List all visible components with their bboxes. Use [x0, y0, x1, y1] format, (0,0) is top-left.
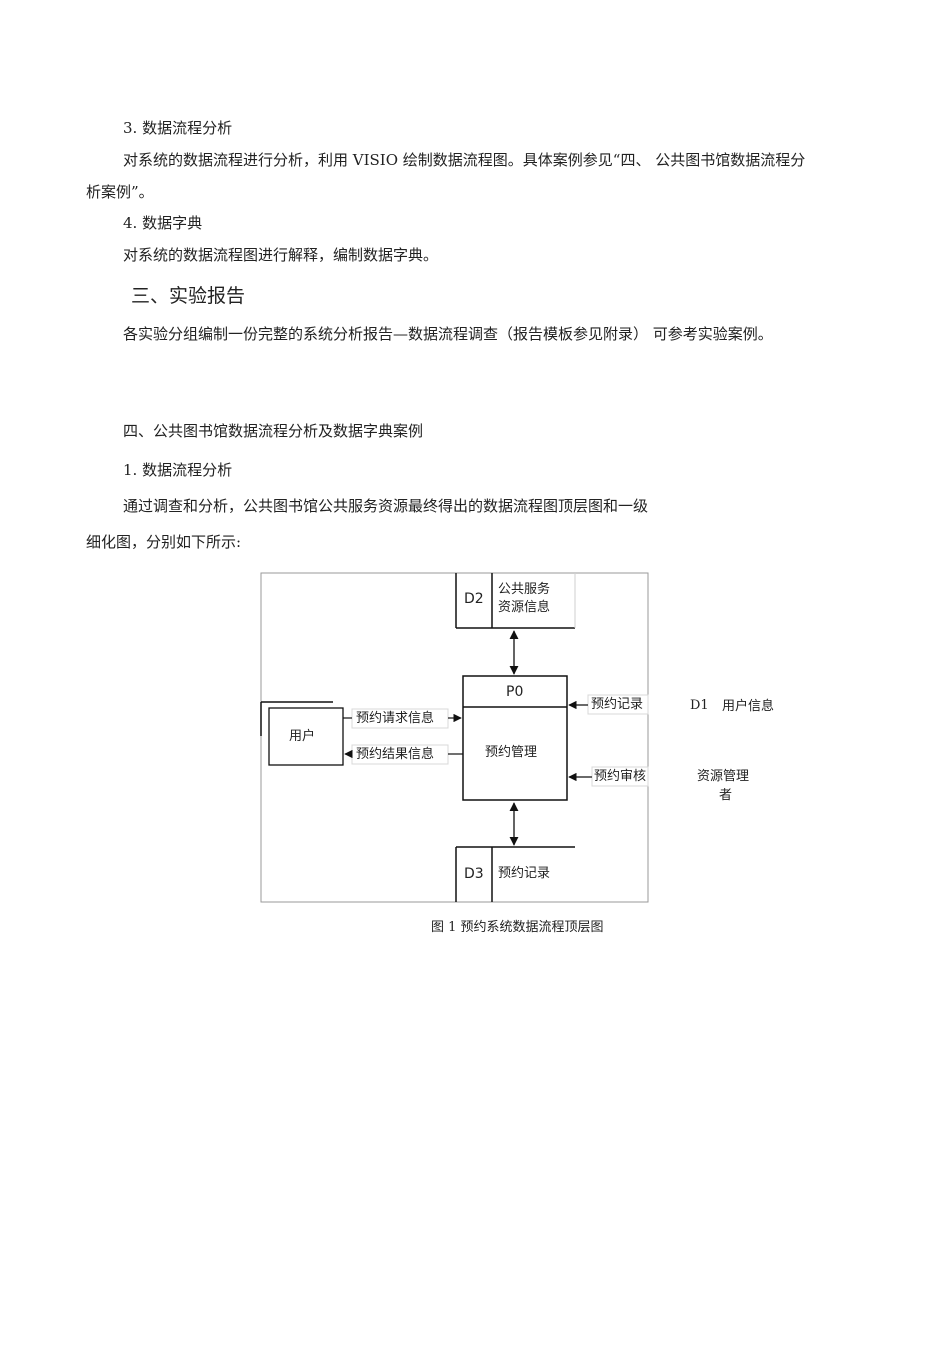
d3-data-store	[455, 846, 575, 902]
manager-label-line-1: 资源管理	[697, 769, 750, 784]
d1-name-label: 用户信息	[722, 699, 775, 714]
section-4-heading: 4. 数据字典	[123, 214, 203, 232]
part-3-paragraph: 各实验分组编制一份完整的系统分析报告—数据流程调查（报告模板参见附录） 可参考实…	[123, 325, 773, 343]
d3-id-label: D3	[464, 866, 484, 882]
p0-name-label: 预约管理	[485, 745, 538, 760]
d2-id-label: D2	[464, 591, 484, 607]
subsection-1-paragraph-line-2: 细化图，分别如下所示:	[86, 533, 242, 551]
d2-name-line-1: 公共服务	[498, 582, 551, 597]
user-entity	[260, 701, 344, 766]
section-3-paragraph-line-1: 对系统的数据流程进行分析，利用 VISIO 绘制数据流程图。具体案例参见“四、 …	[123, 151, 806, 169]
part-4-heading: 四、公共图书馆数据流程分析及数据字典案例	[123, 422, 424, 440]
p0-id-label: P0	[506, 684, 524, 700]
d3-name-label: 预约记录	[498, 866, 551, 881]
manager-label-line-2: 者	[719, 788, 733, 803]
flow-record-label: 预约记录	[591, 697, 644, 712]
part-3-heading: 三、实验报告	[131, 285, 246, 307]
subsection-1-paragraph-line-1: 通过调查和分析，公共图书馆公共服务资源最终得出的数据流程图顶层图和一级	[123, 497, 649, 515]
subsection-1-heading: 1. 数据流程分析	[123, 461, 233, 479]
flow-result-label: 预约结果信息	[356, 747, 435, 762]
flow-review-label: 预约审核	[594, 769, 647, 784]
figure-caption: 图 1 预约系统数据流程顶层图	[431, 920, 604, 935]
d1-id-label: D1	[690, 698, 709, 713]
user-entity-label: 用户	[289, 729, 316, 744]
flow-request-label: 预约请求信息	[356, 711, 435, 726]
section-4-paragraph: 对系统的数据流程图进行解释，编制数据字典。	[123, 246, 439, 264]
p0-process-box	[462, 675, 568, 801]
d2-data-store	[455, 573, 576, 629]
section-3-paragraph-line-2: 析案例”。	[86, 183, 154, 201]
diagram-frame	[260, 572, 649, 903]
d2-name-line-2: 资源信息	[498, 600, 551, 615]
section-3-heading: 3. 数据流程分析	[123, 119, 233, 137]
